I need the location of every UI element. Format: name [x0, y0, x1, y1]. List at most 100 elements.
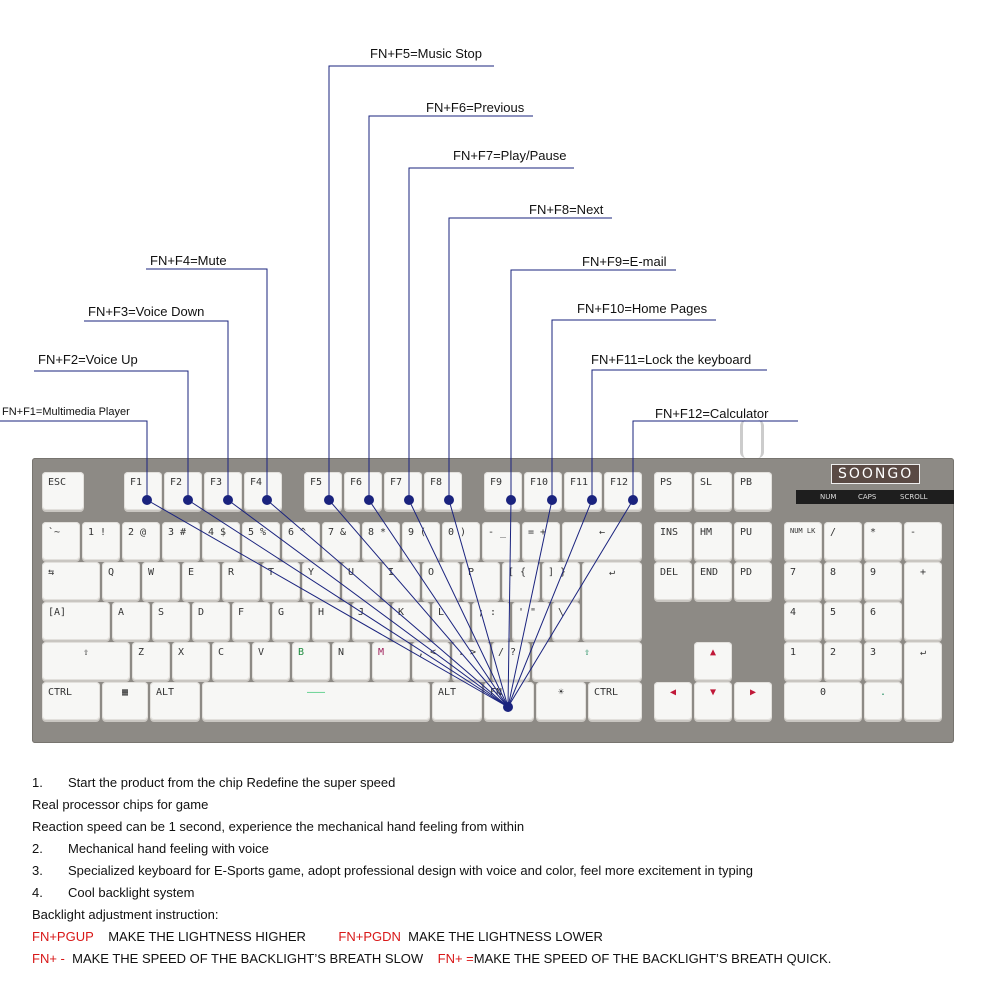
key-numlk[interactable]: NUM LK	[784, 522, 822, 560]
key-num-3[interactable]: 3	[864, 642, 902, 680]
indicator-strip: NUM CAPS SCROLL	[796, 490, 954, 504]
key-hm[interactable]: HM	[694, 522, 732, 560]
callout-f9: FN+F9=E-mail	[582, 254, 667, 269]
key-num-4[interactable]: 4	[784, 602, 822, 640]
key-minus[interactable]: - _	[482, 522, 520, 560]
key-alt-right[interactable]: ALT	[432, 682, 482, 720]
key-arrow-right[interactable]: ▶	[734, 682, 772, 720]
key-4[interactable]: 4 $	[202, 522, 240, 560]
key-num-enter[interactable]: ↵	[904, 642, 942, 720]
backlight-line-2: FN+ - MAKE THE SPEED OF THE BACKLIGHT’S …	[32, 951, 831, 966]
key-f[interactable]: F	[232, 602, 270, 640]
key-space[interactable]: ———	[202, 682, 430, 720]
key-num-9[interactable]: 9	[864, 562, 902, 600]
key-1[interactable]: 1 !	[82, 522, 120, 560]
key-n[interactable]: N	[332, 642, 370, 680]
key-f2[interactable]: F2	[164, 472, 202, 510]
key-num-1[interactable]: 1	[784, 642, 822, 680]
key-d[interactable]: D	[192, 602, 230, 640]
key-win[interactable]: ▦	[102, 682, 148, 720]
key-5[interactable]: 5 %	[242, 522, 280, 560]
key-shift-right[interactable]: ⇧	[532, 642, 642, 680]
key-comma[interactable]: , <	[412, 642, 450, 680]
key-2[interactable]: 2 @	[122, 522, 160, 560]
key-ctrl-left[interactable]: CTRL	[42, 682, 100, 720]
key-num-0[interactable]: 0	[784, 682, 862, 720]
callout-line-f8	[448, 217, 612, 500]
key-q[interactable]: Q	[102, 562, 140, 600]
key-del[interactable]: DEL	[654, 562, 692, 600]
key-s[interactable]: S	[152, 602, 190, 640]
key-end[interactable]: END	[694, 562, 732, 600]
key-arrow-left[interactable]: ◀	[654, 682, 692, 720]
key-f11[interactable]: F11	[564, 472, 602, 510]
key-l[interactable]: L	[432, 602, 470, 640]
key-c[interactable]: C	[212, 642, 250, 680]
key-quote[interactable]: ' "	[512, 602, 550, 640]
key-num-plus[interactable]: +	[904, 562, 942, 640]
key-pu[interactable]: PU	[734, 522, 772, 560]
key-f9[interactable]: F9	[484, 472, 522, 510]
callout-line-f4	[146, 268, 268, 500]
key-e[interactable]: E	[182, 562, 220, 600]
callout-f2: FN+F2=Voice Up	[38, 352, 138, 367]
key-9[interactable]: 9 (	[402, 522, 440, 560]
key-num-2[interactable]: 2	[824, 642, 862, 680]
callout-f6: FN+F6=Previous	[426, 100, 525, 115]
key-semicolon[interactable]: ; :	[472, 602, 510, 640]
key-f4[interactable]: F4	[244, 472, 282, 510]
key-f10[interactable]: F10	[524, 472, 562, 510]
key-tab[interactable]: ⇆	[42, 562, 100, 600]
key-pb[interactable]: PB	[734, 472, 772, 510]
key-w[interactable]: W	[142, 562, 180, 600]
key-arrow-up[interactable]: ▲	[694, 642, 732, 680]
key-num-5[interactable]: 5	[824, 602, 862, 640]
key-esc[interactable]: ESC	[42, 472, 84, 510]
key-alt-left[interactable]: ALT	[150, 682, 200, 720]
key-ins[interactable]: INS	[654, 522, 692, 560]
key-h[interactable]: H	[312, 602, 350, 640]
key-3[interactable]: 3 #	[162, 522, 200, 560]
key-arrow-down[interactable]: ▼	[694, 682, 732, 720]
key-sl[interactable]: SL	[694, 472, 732, 510]
key-caps[interactable]: [A]	[42, 602, 110, 640]
key-o[interactable]: O	[422, 562, 460, 600]
key-f1[interactable]: F1	[124, 472, 162, 510]
key-backlight[interactable]: ☀	[536, 682, 586, 720]
key-num-star[interactable]: *	[864, 522, 902, 560]
key-pd[interactable]: PD	[734, 562, 772, 600]
key-num-7[interactable]: 7	[784, 562, 822, 600]
key-ctrl-right[interactable]: CTRL	[588, 682, 642, 720]
key-backtick[interactable]: `~	[42, 522, 80, 560]
key-f8[interactable]: F8	[424, 472, 462, 510]
key-num-minus[interactable]: -	[904, 522, 942, 560]
key-num-6[interactable]: 6	[864, 602, 902, 640]
key-g[interactable]: G	[272, 602, 310, 640]
key-z[interactable]: Z	[132, 642, 170, 680]
caps-indicator: CAPS	[858, 493, 877, 501]
key-f3[interactable]: F3	[204, 472, 242, 510]
key-lbracket[interactable]: [ {	[502, 562, 540, 600]
key-f6[interactable]: F6	[344, 472, 382, 510]
key-period[interactable]: . >	[452, 642, 490, 680]
key-num-8[interactable]: 8	[824, 562, 862, 600]
key-f7[interactable]: F7	[384, 472, 422, 510]
key-equals[interactable]: = +	[522, 522, 560, 560]
key-num-dot[interactable]: .	[864, 682, 902, 720]
key-num-slash[interactable]: /	[824, 522, 862, 560]
key-m[interactable]: M	[372, 642, 410, 680]
key-b[interactable]: B	[292, 642, 330, 680]
key-8[interactable]: 8 *	[362, 522, 400, 560]
key-v[interactable]: V	[252, 642, 290, 680]
key-a[interactable]: A	[112, 602, 150, 640]
key-rbracket[interactable]: ] }	[542, 562, 580, 600]
key-k[interactable]: K	[392, 602, 430, 640]
key-backslash[interactable]: \	[552, 602, 580, 640]
key-x[interactable]: X	[172, 642, 210, 680]
key-shift-left[interactable]: ⇧	[42, 642, 130, 680]
key-enter[interactable]: ↵	[582, 562, 642, 640]
callout-f1: FN+F1=Multimedia Player	[2, 406, 130, 418]
key-ps[interactable]: PS	[654, 472, 692, 510]
key-f5[interactable]: F5	[304, 472, 342, 510]
key-r[interactable]: R	[222, 562, 260, 600]
